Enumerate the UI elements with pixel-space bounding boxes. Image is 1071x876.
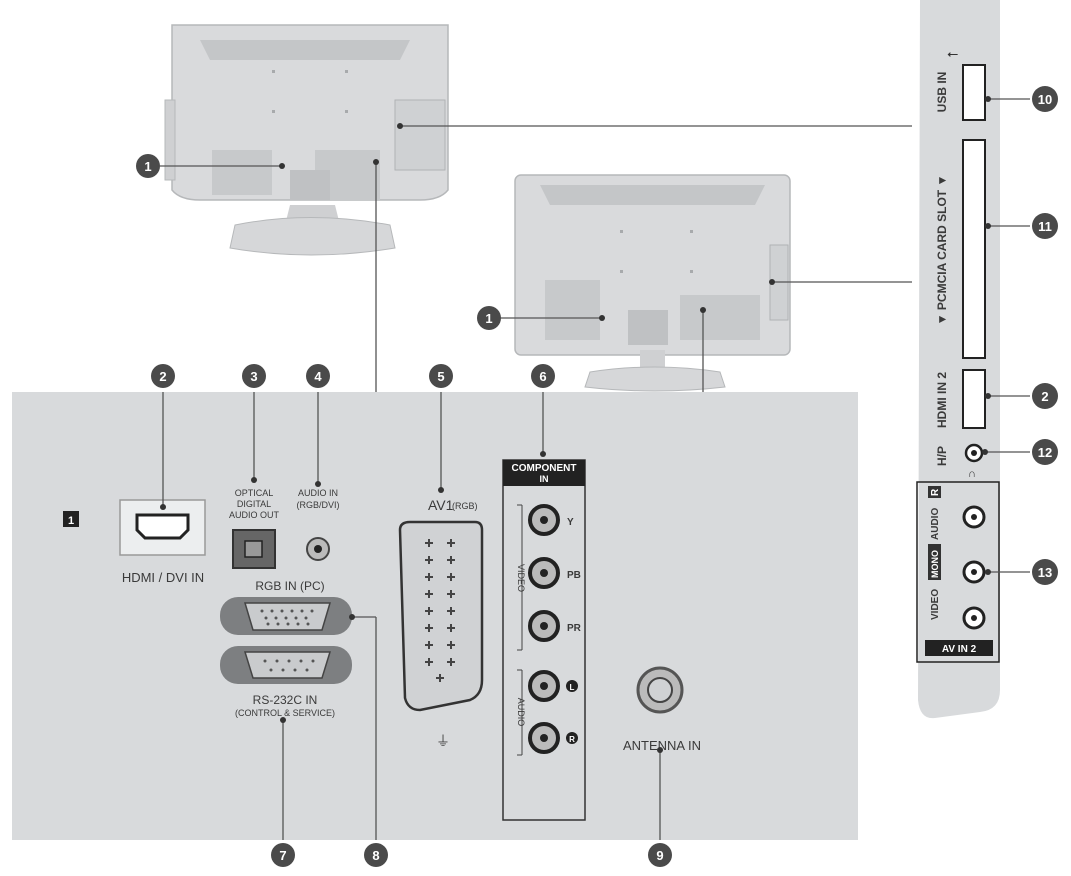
audio-group-label: AUDIO: [516, 698, 526, 727]
svg-text:1: 1: [485, 311, 492, 326]
hdmi-index-badge: [63, 511, 79, 527]
usb-port: [962, 64, 986, 121]
svg-text:2: 2: [159, 369, 166, 384]
side-panel: AV IN 2 USB IN ⭠ ▼ PCMCIA CARD SLOT ▼ HD…: [916, 0, 1000, 719]
headphone-icon: ∩: [968, 468, 976, 480]
av-mono-label: MONO: [930, 550, 940, 578]
av-r-label: R: [930, 488, 941, 496]
leader-lines: [160, 98, 1030, 840]
tv-rear-large: [514, 174, 791, 392]
callout-7: 7: [271, 843, 295, 867]
comp-l-label: L: [570, 683, 575, 692]
rgb-in-port: [243, 602, 332, 631]
callout-13: 13: [1032, 559, 1058, 585]
av1-label: AV1: [428, 497, 454, 513]
antenna-in-label: ANTENNA IN: [623, 738, 701, 753]
comp-pb-label: PB: [567, 570, 581, 581]
rs232c-port: [243, 651, 332, 679]
callout-5: 5: [429, 364, 453, 388]
component-label-1: COMPONENT: [512, 463, 577, 474]
svg-text:3: 3: [250, 369, 257, 384]
callout-11: 11: [1032, 213, 1058, 239]
scart-icon: ⏚: [436, 733, 450, 749]
optical-label-2: DIGITAL: [237, 499, 271, 509]
svg-text:5: 5: [437, 369, 444, 384]
av-in-2-label: AV IN 2: [942, 644, 977, 655]
rs232c-sub-label: (CONTROL & SERVICE): [235, 708, 335, 718]
av-in-2-jacks: [962, 505, 986, 630]
comp-pr-label: PR: [567, 623, 582, 634]
hp-label: H/P: [935, 446, 949, 466]
rgb-in-label: RGB IN (PC): [255, 579, 324, 593]
callout-6: 6: [531, 364, 555, 388]
component-jacks: [528, 504, 560, 754]
callout-3: 3: [242, 364, 266, 388]
svg-text:9: 9: [656, 848, 663, 863]
hdmi-in-2-label: HDMI IN 2: [935, 372, 949, 428]
callout-12: 12: [1032, 439, 1058, 465]
svg-text:2: 2: [1041, 389, 1048, 404]
av1-sub-label: (RGB): [452, 501, 478, 511]
callout-2: 2: [151, 364, 175, 388]
callout-4: 4: [306, 364, 330, 388]
av-audio-label: AUDIO: [930, 508, 941, 540]
scart-port: [398, 520, 484, 712]
audio-in-label-2: (RGB/DVI): [296, 500, 339, 510]
usb-in-label: USB IN: [935, 72, 949, 113]
svg-text:10: 10: [1038, 92, 1052, 107]
callout-10: 10: [1032, 86, 1058, 112]
rear-panel: 1 HDMI / DVI IN OPTICAL DIGITAL AUDIO OU…: [12, 392, 858, 840]
hdmi-2-port: [962, 369, 986, 429]
svg-text:13: 13: [1038, 565, 1052, 580]
usb-icon: ⭠: [947, 45, 958, 61]
svg-text:11: 11: [1038, 219, 1052, 234]
component-label-2: IN: [540, 474, 549, 484]
av-video-label: VIDEO: [930, 589, 941, 620]
callout-badges: 1 1 2 3 4 5 6 7 8 9 10 11 2 12 13: [136, 86, 1058, 867]
audio-in-label-1: AUDIO IN: [298, 488, 338, 498]
callout-2-side: 2: [1032, 383, 1058, 409]
hdmi-dvi-in-label: HDMI / DVI IN: [122, 570, 204, 585]
svg-text:6: 6: [539, 369, 546, 384]
pcmcia-slot: [962, 139, 986, 359]
svg-text:7: 7: [279, 848, 286, 863]
optical-label-3: AUDIO OUT: [229, 510, 280, 520]
optical-label-1: OPTICAL: [235, 488, 274, 498]
video-group-label: VIDEO: [516, 564, 526, 592]
rs232c-label: RS-232C IN: [253, 693, 318, 707]
comp-r-label: R: [569, 735, 575, 744]
hdmi-dvi-port: [135, 513, 190, 540]
svg-text:4: 4: [314, 369, 322, 384]
svg-text:8: 8: [372, 848, 379, 863]
callout-8: 8: [364, 843, 388, 867]
hdmi-index-number: 1: [68, 515, 74, 527]
svg-text:1: 1: [144, 159, 151, 174]
callout-9: 9: [648, 843, 672, 867]
comp-y-label: Y: [567, 517, 574, 528]
svg-text:12: 12: [1038, 445, 1052, 460]
callout-1-mid: 1: [477, 306, 501, 330]
callout-1-top: 1: [136, 154, 160, 178]
av-in-2-vertical-label: VIDEO MONO AUDIO R: [928, 486, 941, 620]
tv-rear-small: [164, 24, 449, 256]
pcmcia-label: ▼ PCMCIA CARD SLOT ▼: [935, 175, 949, 326]
leader-dots: [160, 96, 991, 753]
